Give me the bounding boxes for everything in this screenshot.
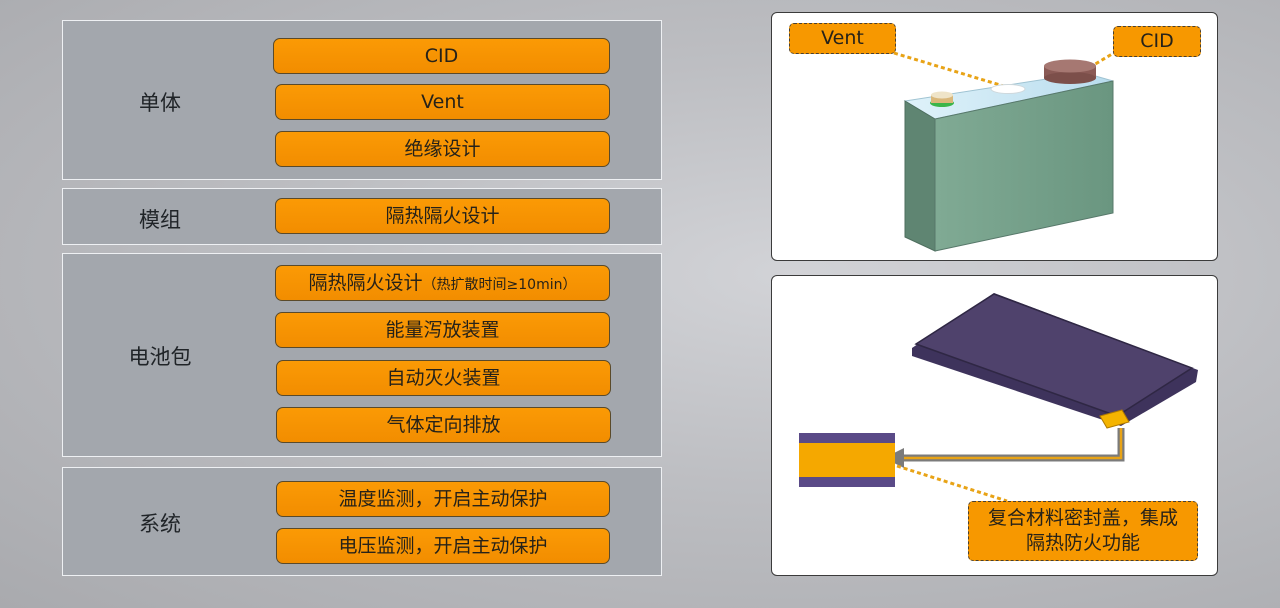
item-cid: CID (273, 38, 610, 74)
item-vent: Vent (275, 84, 610, 120)
item-pack-fire-insulation-note: （热扩散时间≥10min） (422, 277, 577, 293)
item-module-fire-insulation: 隔热隔火设计 (275, 198, 610, 234)
section-label-pack: 电池包 (128, 345, 192, 369)
section-label-cell: 单体 (139, 91, 181, 115)
cid-terminal-base (1044, 72, 1096, 84)
terminal-negative-top (931, 91, 953, 99)
pack-illustration (799, 293, 1198, 503)
section-system: 系统 温度监测，开启主动保护 电压监测，开启主动保护 (62, 467, 662, 576)
section-cell: 单体 CID Vent 绝缘设计 (62, 20, 662, 180)
item-energy-release: 能量泻放装置 (275, 312, 610, 348)
terminal-negative-body (931, 95, 953, 103)
vent-leader-line (893, 51, 1011, 90)
seal-layer-top (799, 433, 895, 443)
pack-diagram-panel: 复合材料密封盖，集成隔热防火功能 (771, 275, 1218, 576)
item-insulation: 绝缘设计 (275, 131, 610, 167)
seal-layer-bottom (799, 477, 895, 487)
item-voltage-monitor: 电压监测，开启主动保护 (276, 528, 610, 564)
cell-front-face (934, 80, 1114, 252)
vent-callout: Vent (789, 23, 896, 54)
cid-icon (1044, 59, 1096, 73)
section-label-system: 系统 (139, 512, 181, 536)
item-auto-extinguish: 自动灭火装置 (276, 360, 611, 396)
seal-leader-line (896, 464, 1008, 503)
item-pack-fire-insulation: 隔热隔火设计（热扩散时间≥10min） (275, 265, 610, 301)
cell-left-face (904, 100, 936, 252)
item-temperature-monitor: 温度监测，开启主动保护 (276, 481, 610, 517)
seal-arrow-line (900, 428, 1125, 462)
section-pack: 电池包 隔热隔火设计（热扩散时间≥10min） 能量泻放装置 自动灭火装置 气体… (62, 253, 662, 457)
item-pack-fire-insulation-main: 隔热隔火设计 (308, 272, 423, 294)
seal-cover-icon (1099, 409, 1130, 429)
vent-icon (990, 84, 1026, 94)
item-gas-exhaust: 气体定向排放 (276, 407, 611, 443)
seal-callout: 复合材料密封盖，集成隔热防火功能 (968, 501, 1198, 561)
cid-callout: CID (1113, 26, 1201, 57)
section-label-module: 模组 (139, 208, 181, 232)
cell-diagram-panel: Vent CID (771, 12, 1218, 261)
seal-layer-middle (799, 443, 895, 477)
cell-illustration (893, 49, 1118, 252)
section-module: 模组 隔热隔火设计 (62, 188, 662, 245)
seal-arrow-line-inner (900, 428, 1123, 460)
pack-lid (914, 293, 1194, 417)
